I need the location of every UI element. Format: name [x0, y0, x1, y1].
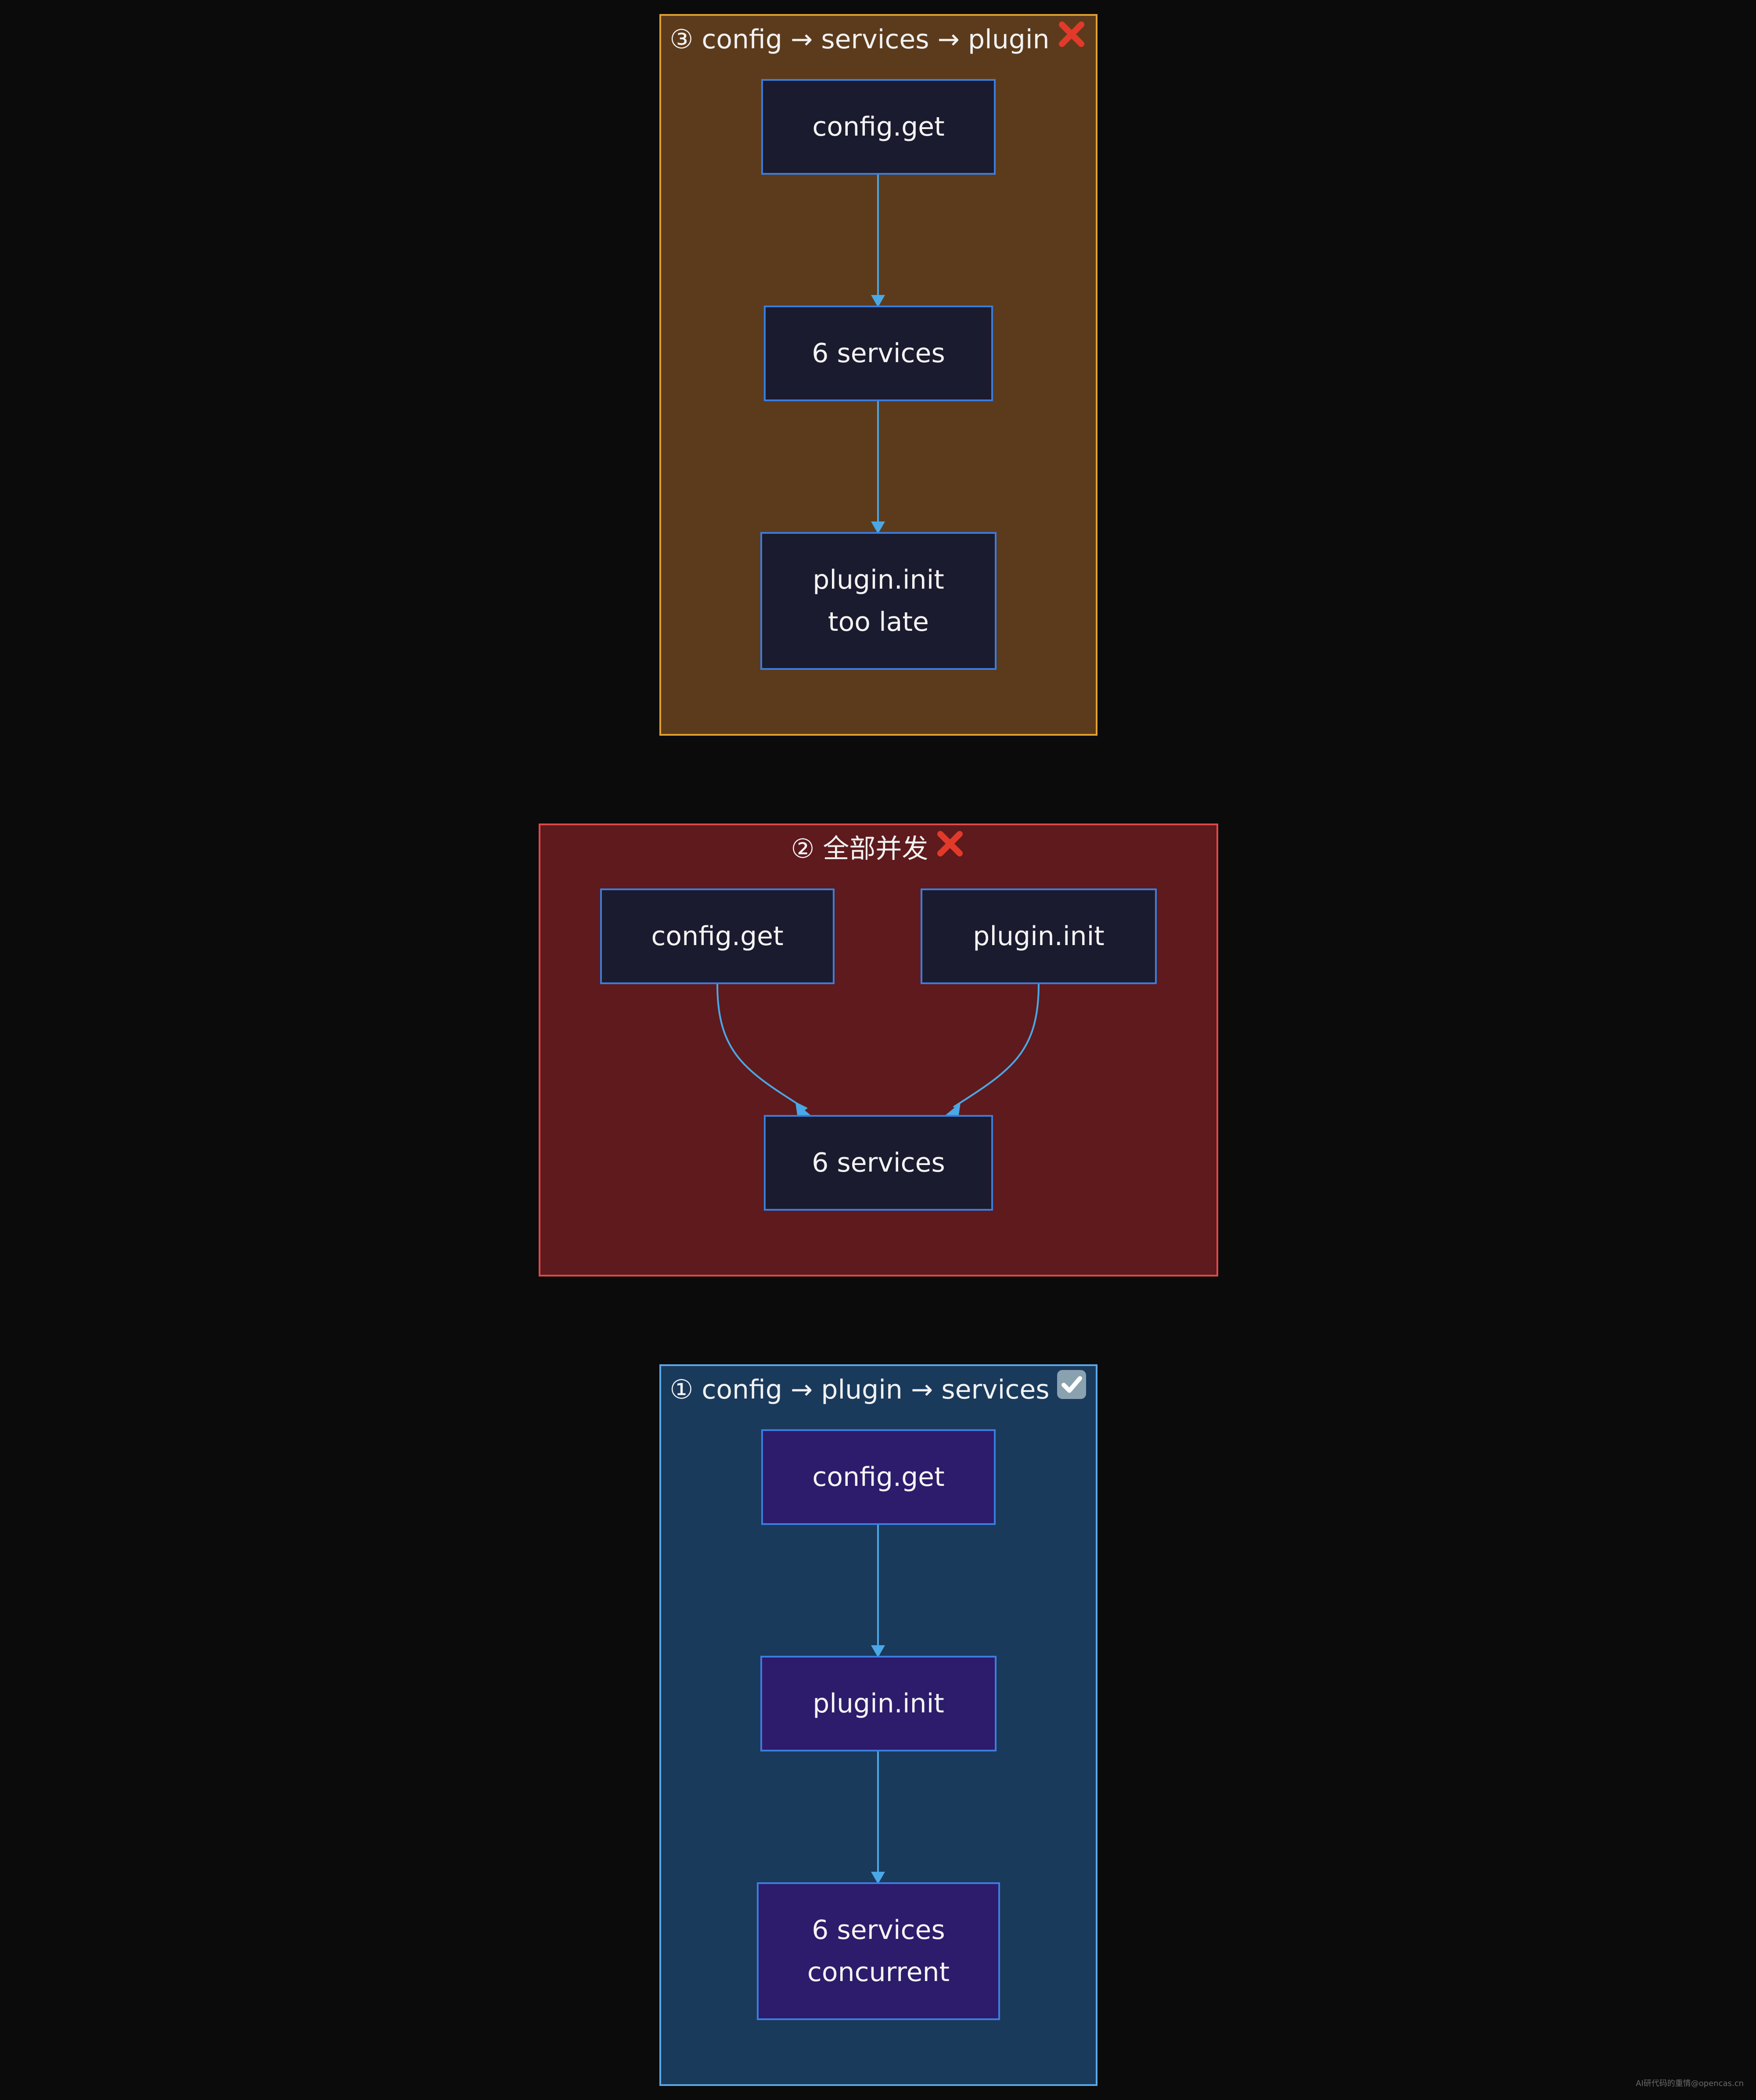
- node-plugin-init-too-late: plugin.init too late: [760, 532, 997, 670]
- subgraph-title: ② 全部并发: [540, 828, 1216, 868]
- node-label: 6 services: [812, 338, 945, 369]
- node-label: config.get: [812, 1462, 945, 1492]
- cross-mark-icon: [934, 828, 966, 868]
- node-6-services: 6 services: [764, 306, 993, 401]
- node-plugin-init: plugin.init: [921, 888, 1157, 984]
- subgraph-title-text: ③ config → services → plugin: [669, 24, 1050, 55]
- cross-mark-icon: [1056, 18, 1087, 59]
- node-label: plugin.init: [973, 921, 1105, 952]
- node-config-get: config.get: [761, 79, 996, 175]
- subgraph-title: ① config → plugin → services: [661, 1369, 1096, 1409]
- node-config-get: config.get: [600, 888, 835, 984]
- watermark-text: AI研代码的重情@opencas.cn: [1636, 2079, 1744, 2088]
- subgraph-title-text: ① config → plugin → services: [669, 1374, 1050, 1405]
- node-label: config.get: [812, 111, 945, 142]
- node-label-line2: too late: [828, 607, 929, 637]
- node-label-line1: plugin.init: [813, 565, 944, 595]
- node-label: plugin.init: [813, 1688, 944, 1719]
- node-label: 6 services: [812, 1147, 945, 1178]
- node-label: config.get: [651, 921, 784, 952]
- node-label-line2: concurrent: [807, 1957, 950, 1988]
- node-6-services-concurrent: 6 services concurrent: [757, 1882, 1000, 2020]
- node-config-get: config.get: [761, 1429, 996, 1525]
- node-6-services: 6 services: [764, 1115, 993, 1211]
- node-plugin-init: plugin.init: [760, 1656, 997, 1751]
- node-label-line1: 6 services: [812, 1915, 945, 1945]
- subgraph-title-text: ② 全部并发: [791, 834, 928, 864]
- check-mark-icon: [1056, 1369, 1087, 1409]
- subgraph-title: ③ config → services → plugin: [661, 18, 1096, 59]
